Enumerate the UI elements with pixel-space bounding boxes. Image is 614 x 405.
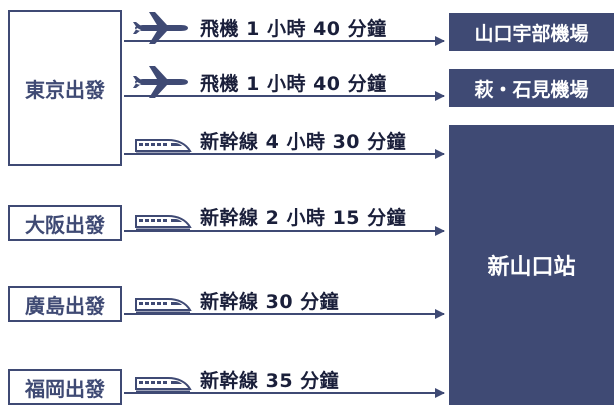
route-label-osaka-shinyamaguchi: 新幹線 2 小時 15 分鐘 (200, 207, 407, 229)
origin-fukuoka: 福岡出發 (8, 369, 122, 405)
route-label-hiroshima-shinyamaguchi: 新幹線 30 分鐘 (200, 291, 340, 313)
shinkansen-icon (135, 215, 192, 231)
destination-shin-yamaguchi-label: 新山口站 (487, 255, 576, 280)
origin-tokyo: 東京出發 (8, 10, 122, 166)
airplane-icon (133, 66, 188, 98)
origin-tokyo-label: 東京出發 (25, 77, 105, 102)
destination-hagi-airport: 萩・石見機場 (449, 69, 614, 107)
destination-shin-yamaguchi: 新山口站 (449, 125, 614, 405)
destination-hagi-label: 萩・石見機場 (474, 78, 589, 101)
route-label-tokyo-shinyamaguchi: 新幹線 4 小時 30 分鐘 (200, 131, 407, 153)
shinkansen-icon (135, 139, 192, 155)
origin-hiroshima-label: 廣島出發 (25, 293, 105, 318)
shinkansen-icon (135, 377, 192, 393)
destination-ube-airport: 山口宇部機場 (449, 13, 614, 51)
destination-ube-label: 山口宇部機場 (474, 22, 589, 45)
route-label-tokyo-hagi: 飛機 1 小時 40 分鐘 (200, 73, 387, 95)
route-label-tokyo-ube: 飛機 1 小時 40 分鐘 (200, 18, 387, 40)
origin-osaka: 大阪出發 (8, 205, 122, 241)
airplane-icon (133, 12, 188, 44)
shinkansen-icon (135, 298, 192, 314)
route-label-fukuoka-shinyamaguchi: 新幹線 35 分鐘 (200, 370, 340, 392)
origin-fukuoka-label: 福岡出發 (25, 376, 105, 401)
origin-hiroshima: 廣島出發 (8, 286, 122, 322)
origin-osaka-label: 大阪出發 (25, 212, 105, 237)
